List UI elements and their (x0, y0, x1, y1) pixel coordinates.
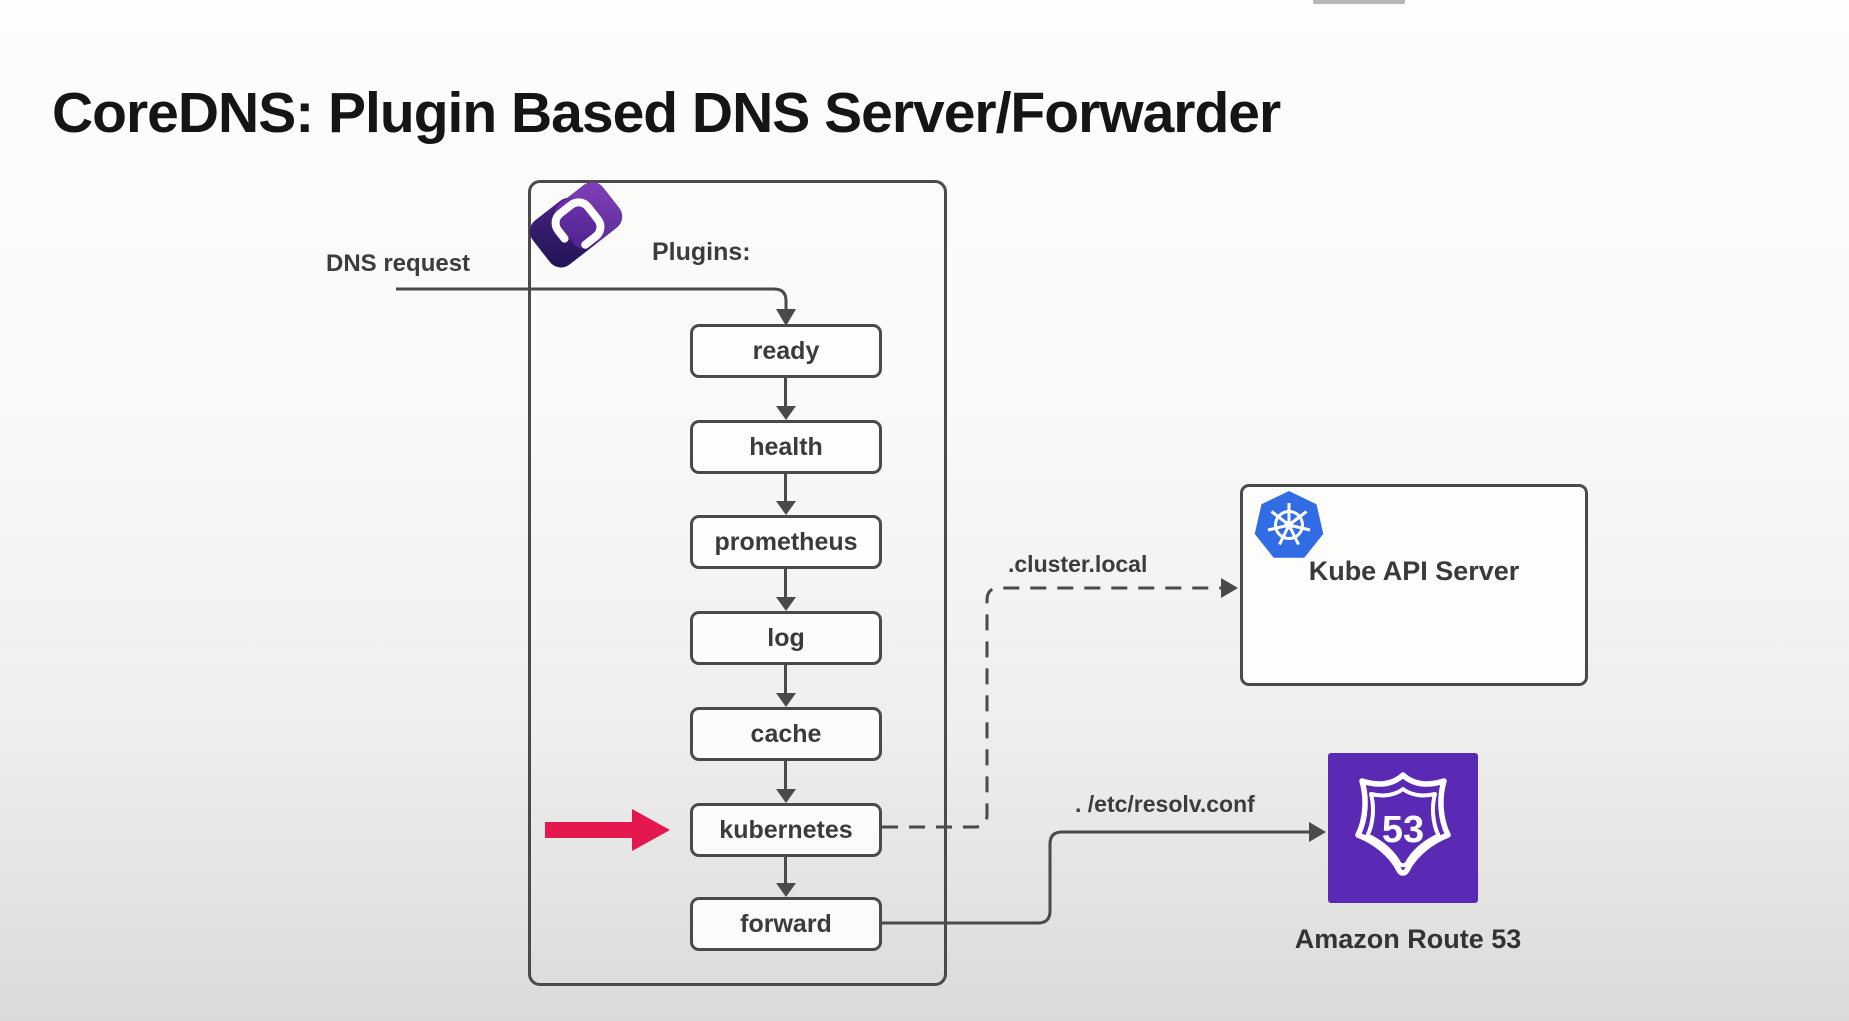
flow-arrow-line (784, 665, 787, 694)
plugin-box-forward: forward (690, 897, 882, 951)
route53-shield-number: 53 (1382, 809, 1424, 851)
dns-request-label: DNS request (326, 250, 471, 277)
plugin-box-health: health (690, 420, 882, 474)
flow-arrowhead-icon (776, 883, 796, 897)
top-edge-bar (1313, 0, 1405, 4)
plugin-box-ready: ready (690, 324, 882, 378)
flow-arrow-line (784, 857, 787, 884)
highlight-red-arrow-icon (545, 806, 671, 854)
route53-label: Amazon Route 53 (1294, 924, 1522, 954)
page-title: CoreDNS: Plugin Based DNS Server/Forward… (52, 81, 1281, 146)
flow-arrowhead-icon (776, 597, 796, 611)
flow-arrow-line (784, 474, 787, 502)
flow-arrow-line (784, 761, 787, 790)
plugins-heading: Plugins: (652, 238, 751, 266)
flow-arrowhead-icon (776, 789, 796, 803)
plugins-container-box (528, 180, 947, 986)
flow-arrow-line (784, 569, 787, 598)
flow-arrowhead-icon (776, 406, 796, 420)
kubernetes-logo-icon (1252, 489, 1326, 563)
cluster-local-label: .cluster.local (1008, 551, 1148, 577)
coredns-logo-icon (520, 172, 632, 276)
resolv-conf-label: . /etc/resolv.conf (1075, 791, 1255, 817)
plugin-box-cache: cache (690, 707, 882, 761)
route53-icon: 53 (1328, 753, 1478, 903)
flow-arrowhead-icon (776, 501, 796, 515)
plugin-box-kubernetes: kubernetes (690, 803, 882, 857)
plugin-box-log: log (690, 611, 882, 665)
flow-arrowhead-icon (776, 693, 796, 707)
kube-api-server-label: Kube API Server (1308, 556, 1520, 586)
flow-arrow-line (784, 378, 787, 407)
plugin-box-prometheus: prometheus (690, 515, 882, 569)
